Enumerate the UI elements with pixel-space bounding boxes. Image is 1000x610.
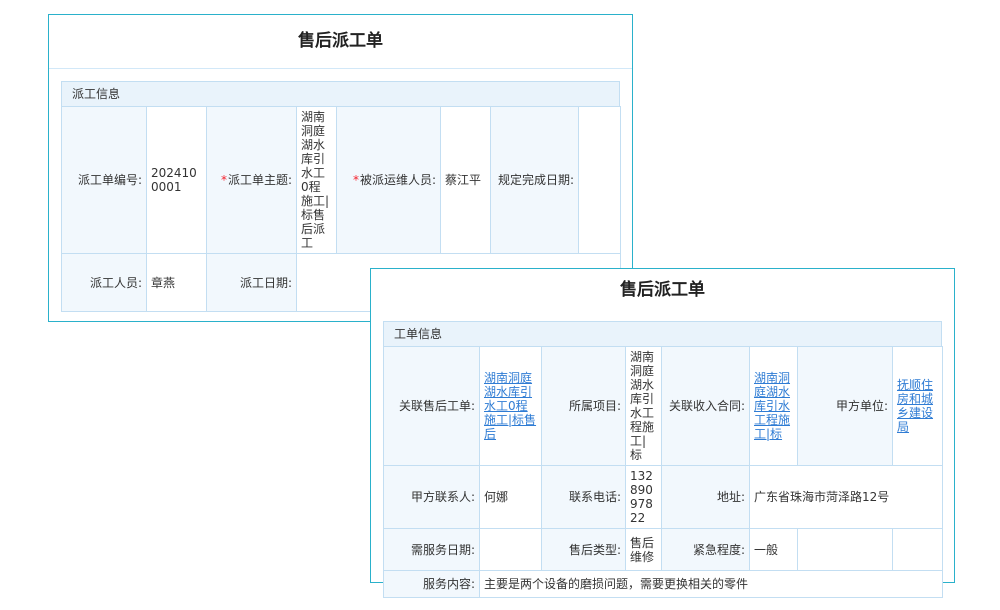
dispatch-info-table: 派工单编号: 2024100001 *派工单主题: 湖南洞庭湖水库引水工0程施工… xyxy=(61,106,621,312)
required-icon: * xyxy=(220,173,227,187)
project-label: 所属项目: xyxy=(541,346,626,466)
workorder-row-4: 服务内容: 主要是两个设备的磨损问题，需要更换相关的零件 xyxy=(383,570,943,598)
related-order-label: 关联售后工单: xyxy=(383,346,480,466)
workorder-info-table: 关联售后工单: 湖南洞庭湖水库引水工0程施工|标售后 所属项目: 湖南洞庭湖水库… xyxy=(383,346,943,598)
service-date-label: 需服务日期: xyxy=(383,528,480,571)
type-label: 售后类型: xyxy=(541,528,626,571)
subject-label: *派工单主题: xyxy=(206,106,297,254)
type-value: 售后维修 xyxy=(625,528,662,571)
address-label: 地址: xyxy=(661,465,750,529)
deadline-value xyxy=(578,106,621,254)
assignee-value: 蔡江平 xyxy=(440,106,491,254)
related-order-link[interactable]: 湖南洞庭湖水库引水工0程施工|标售后 xyxy=(484,371,537,441)
assignee-label-text: 被派运维人员: xyxy=(359,173,436,187)
dispatch-info-row-1: 派工单编号: 2024100001 *派工单主题: 湖南洞庭湖水库引水工0程施工… xyxy=(61,106,621,254)
empty-cell xyxy=(892,528,943,571)
subject-value: 湖南洞庭湖水库引水工0程施工|标售后派工 xyxy=(296,106,337,254)
urgency-value: 一般 xyxy=(749,528,798,571)
address-value: 广东省珠海市菏泽路12号 xyxy=(749,465,943,529)
card1-title: 售后派工单 xyxy=(49,15,632,69)
section-header-workorder-info: 工单信息 xyxy=(383,321,942,347)
dispatch-date-label: 派工日期: xyxy=(206,253,297,312)
contract-cell: 湖南洞庭湖水库引水工程施工|标 xyxy=(749,346,798,466)
party-a-label: 甲方单位: xyxy=(797,346,893,466)
related-order-cell: 湖南洞庭湖水库引水工0程施工|标售后 xyxy=(479,346,542,466)
required-icon: * xyxy=(352,173,359,187)
workorder-row-3: 需服务日期: 售后类型: 售后维修 紧急程度: 一般 xyxy=(383,528,943,571)
project-value: 湖南洞庭湖水库引水工程施工|标 xyxy=(625,346,662,466)
card1-body: 派工信息 派工单编号: 2024100001 *派工单主题: 湖南洞庭湖水库引水… xyxy=(49,69,632,324)
assignee-label: *被派运维人员: xyxy=(336,106,441,254)
order-no-value: 2024100001 xyxy=(146,106,207,254)
phone-label: 联系电话: xyxy=(541,465,626,529)
aftersales-dispatch-card-front: 售后派工单 工单信息 关联售后工单: 湖南洞庭湖水库引水工0程施工|标售后 所属… xyxy=(370,268,955,598)
dispatcher-label: 派工人员: xyxy=(61,253,147,312)
dispatcher-value: 章燕 xyxy=(146,253,207,312)
workorder-row-2: 甲方联系人: 何娜 联系电话: 13289097822 地址: 广东省珠海市菏泽… xyxy=(383,465,943,529)
contact-label: 甲方联系人: xyxy=(383,465,480,529)
contract-link[interactable]: 湖南洞庭湖水库引水工程施工|标 xyxy=(754,371,791,441)
content-label: 服务内容: xyxy=(383,570,480,598)
workorder-row-1: 关联售后工单: 湖南洞庭湖水库引水工0程施工|标售后 所属项目: 湖南洞庭湖水库… xyxy=(383,346,943,466)
order-no-label: 派工单编号: xyxy=(61,106,147,254)
party-a-cell: 抚顺住房和城乡建设局 xyxy=(892,346,943,466)
subject-label-text: 派工单主题: xyxy=(227,173,292,187)
empty-cell xyxy=(797,528,893,571)
phone-value: 13289097822 xyxy=(625,465,662,529)
deadline-label: 规定完成日期: xyxy=(490,106,579,254)
aftersales-dispatch-card-back: 售后派工单 派工信息 派工单编号: 2024100001 *派工单主题: 湖南洞… xyxy=(48,14,633,322)
contact-value: 何娜 xyxy=(479,465,542,529)
party-a-link[interactable]: 抚顺住房和城乡建设局 xyxy=(897,378,934,434)
service-date-value xyxy=(479,528,542,571)
contract-label: 关联收入合同: xyxy=(661,346,750,466)
card2-body: 工单信息 关联售后工单: 湖南洞庭湖水库引水工0程施工|标售后 所属项目: 湖南… xyxy=(371,309,954,610)
content-value: 主要是两个设备的磨损问题，需要更换相关的零件 xyxy=(479,570,943,598)
urgency-label: 紧急程度: xyxy=(661,528,750,571)
section-header-dispatch-info: 派工信息 xyxy=(61,81,620,107)
card2-title: 售后派工单 xyxy=(620,280,705,300)
